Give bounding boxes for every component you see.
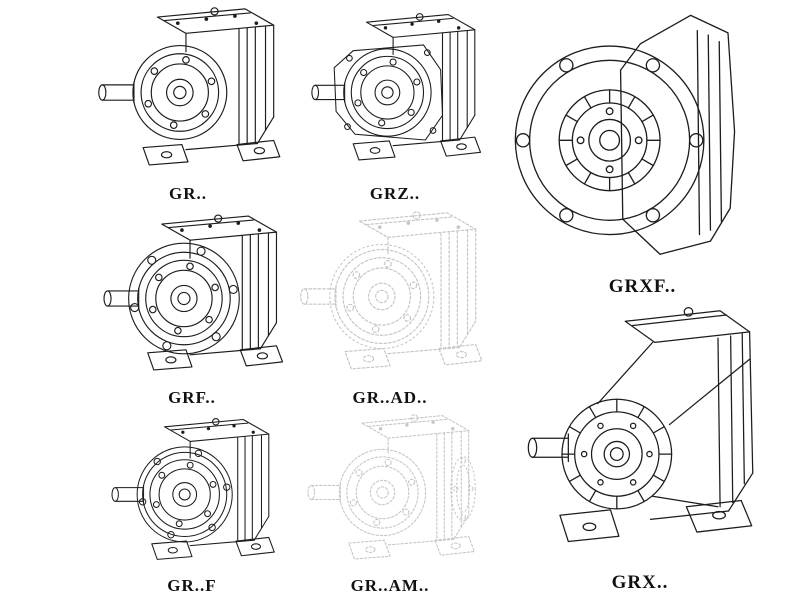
grad-label: GR..AD.. [352, 388, 428, 407]
gram-gearbox-drawing [288, 410, 476, 574]
grf-flange-ring [128, 242, 240, 355]
grxf-label: GRXF.. [608, 276, 677, 297]
figure-grx: GRX.. [492, 296, 788, 592]
gr-gearbox-drawing [86, 2, 290, 182]
grxf-gearbox-drawing [495, 0, 790, 274]
grf-gearbox-drawing [90, 210, 294, 386]
figure-grf: GRF.. [90, 210, 294, 406]
grad-adapter-ring [329, 243, 435, 350]
figure-grxf: GRXF.. [495, 0, 790, 296]
grff-gearbox-drawing [90, 414, 294, 574]
grff-label: GR..F [167, 576, 217, 595]
figure-gram: GR..AM.. [288, 410, 492, 594]
gram-motor-flange [450, 456, 476, 522]
grz-front-plate [333, 44, 444, 141]
figure-grad: GR..AD.. [288, 206, 492, 406]
gram-label: GR..AM.. [350, 576, 430, 595]
grx-gearbox-drawing [492, 296, 788, 570]
figure-gr: GR.. [86, 2, 290, 202]
grz-gearbox-drawing [300, 2, 490, 182]
grf-label: GRF.. [168, 388, 216, 407]
figure-grz: GRZ.. [300, 2, 490, 202]
grff-flange-ring [136, 446, 233, 543]
grad-gearbox-drawing [288, 206, 492, 386]
figure-grff: GR..F [90, 414, 294, 594]
grz-label: GRZ.. [369, 184, 421, 203]
gr-label: GR.. [169, 184, 207, 203]
grx-label: GRX.. [611, 572, 669, 593]
